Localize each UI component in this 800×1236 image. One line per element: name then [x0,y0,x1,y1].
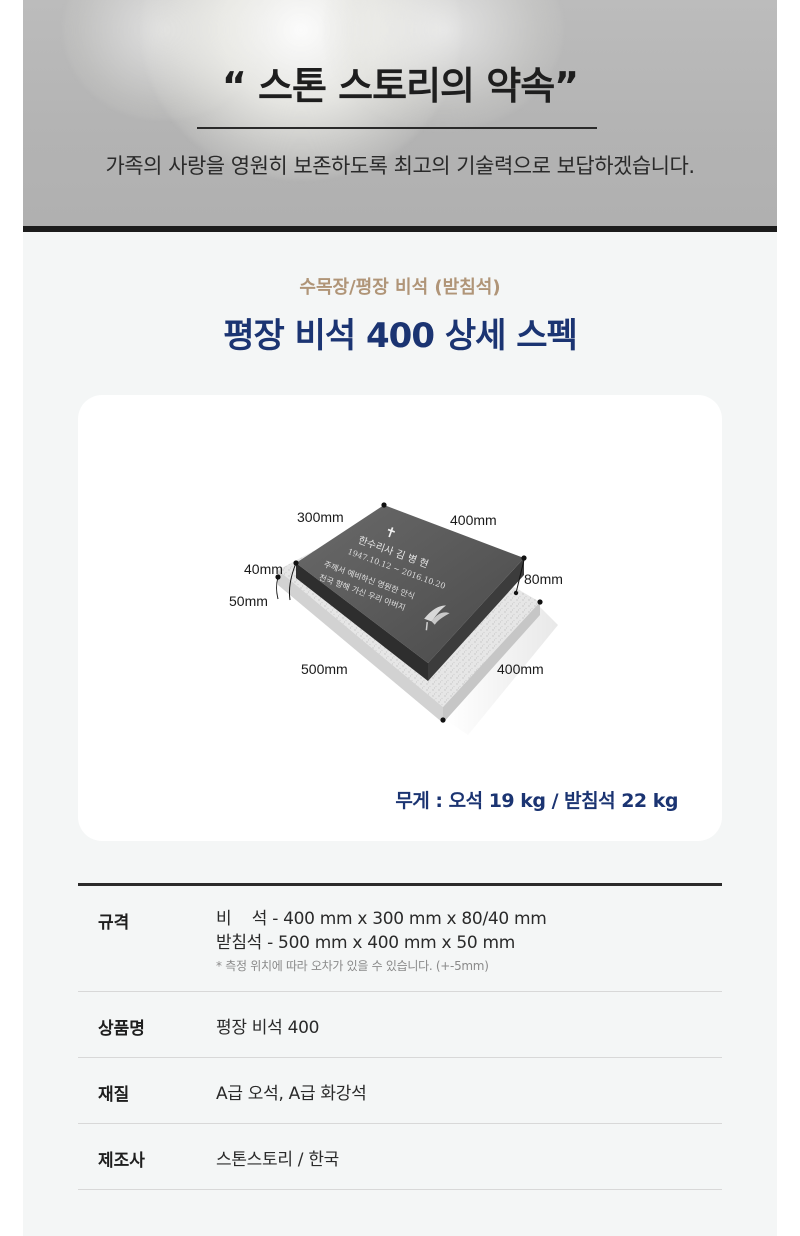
granite-base-right-side [443,602,540,723]
spec-value: 평장 비석 400 [216,1018,320,1038]
dim-line-base-left [276,576,279,600]
dim-label-500mm: 500mm [301,661,348,677]
corner-dot [521,555,527,561]
diagram-card: ✝ 한수리사 김 병 현 1947.10.12 ~ 2016.10.20 주께서… [78,395,722,841]
base-shadow [446,607,558,735]
dim-line-80mm [515,559,525,594]
spec-value: 비 석 - 400 mm x 300 mm x 80/40 mm 받침석 - 5… [216,907,547,977]
lily-ornament-icon [424,605,450,631]
spec-row-product-name: 상품명 평장 비석 400 [78,992,722,1058]
spec-size-stone: 비 석 - 400 mm x 300 mm x 80/40 mm [216,909,547,929]
spec-label: 상품명 [98,1019,145,1039]
banner-title: “ 스톤 스토리의 약속” [221,64,579,108]
spec-size-base: 받침석 - 500 mm x 400 mm x 50 mm [216,933,515,953]
banner-subtitle: 가족의 사랑을 영원히 보존하도록 최고의 기술력으로 보답하겠습니다. [105,154,695,178]
banner-divider [197,127,597,129]
spec-row-size: 규격 비 석 - 400 mm x 300 mm x 80/40 mm 받침석 … [78,886,722,992]
dim-label-400mm-bottom: 400mm [497,661,544,677]
granite-base-left-side [278,570,443,723]
spec-label: 제조사 [98,1151,145,1171]
page-container: “ 스톤 스토리의 약속” 가족의 사랑을 영원히 보존하도록 최고의 기술력으… [23,0,777,1236]
spec-value: A급 오석, A급 화강석 [216,1084,367,1104]
spec-label: 재질 [98,1085,130,1105]
stone-dimension-diagram: ✝ 한수리사 김 병 현 1947.10.12 ~ 2016.10.20 주께서… [229,502,563,735]
corner-dot [537,599,543,605]
corner-dot [381,502,387,508]
stone-top-face [296,505,524,663]
cross-icon: ✝ [382,524,398,543]
spec-label: 규격 [98,913,130,933]
dim-label-50mm: 50mm [229,593,268,609]
dim-label-80mm: 80mm [524,571,563,587]
product-category: 수목장/평장 비석 (받침석) [299,277,501,298]
spec-table: 규격 비 석 - 400 mm x 300 mm x 80/40 mm 받침석 … [78,883,722,1190]
header-banner: “ 스톤 스토리의 약속” 가족의 사랑을 영원히 보존하도록 최고의 기술력으… [23,0,777,228]
dim-label-300mm: 300mm [297,509,344,525]
corner-dot [440,717,446,723]
spec-value: 스톤스토리 / 한국 [216,1150,340,1170]
corner-dot [293,560,299,566]
page-title: 평장 비석 400 상세 스펙 [223,316,578,356]
spec-size-note: * 측정 위치에 따라 오차가 있을 수 있습니다. (+-5mm) [216,959,489,973]
stone-left-side [296,563,428,681]
spec-row-material: 재질 A급 오석, A급 화강석 [78,1058,722,1124]
corner-dot [275,574,281,580]
weight-info: 무게 : 오석 19 kg / 받침석 22 kg [395,790,678,812]
corner-dot [513,590,519,596]
spec-row-manufacturer: 제조사 스톤스토리 / 한국 [78,1124,722,1190]
dim-label-40mm: 40mm [244,561,283,577]
dim-label-400mm-top: 400mm [450,512,497,528]
banner-bottom-bar [23,226,777,232]
stone-right-side [428,558,524,681]
dim-line-left [289,562,297,601]
